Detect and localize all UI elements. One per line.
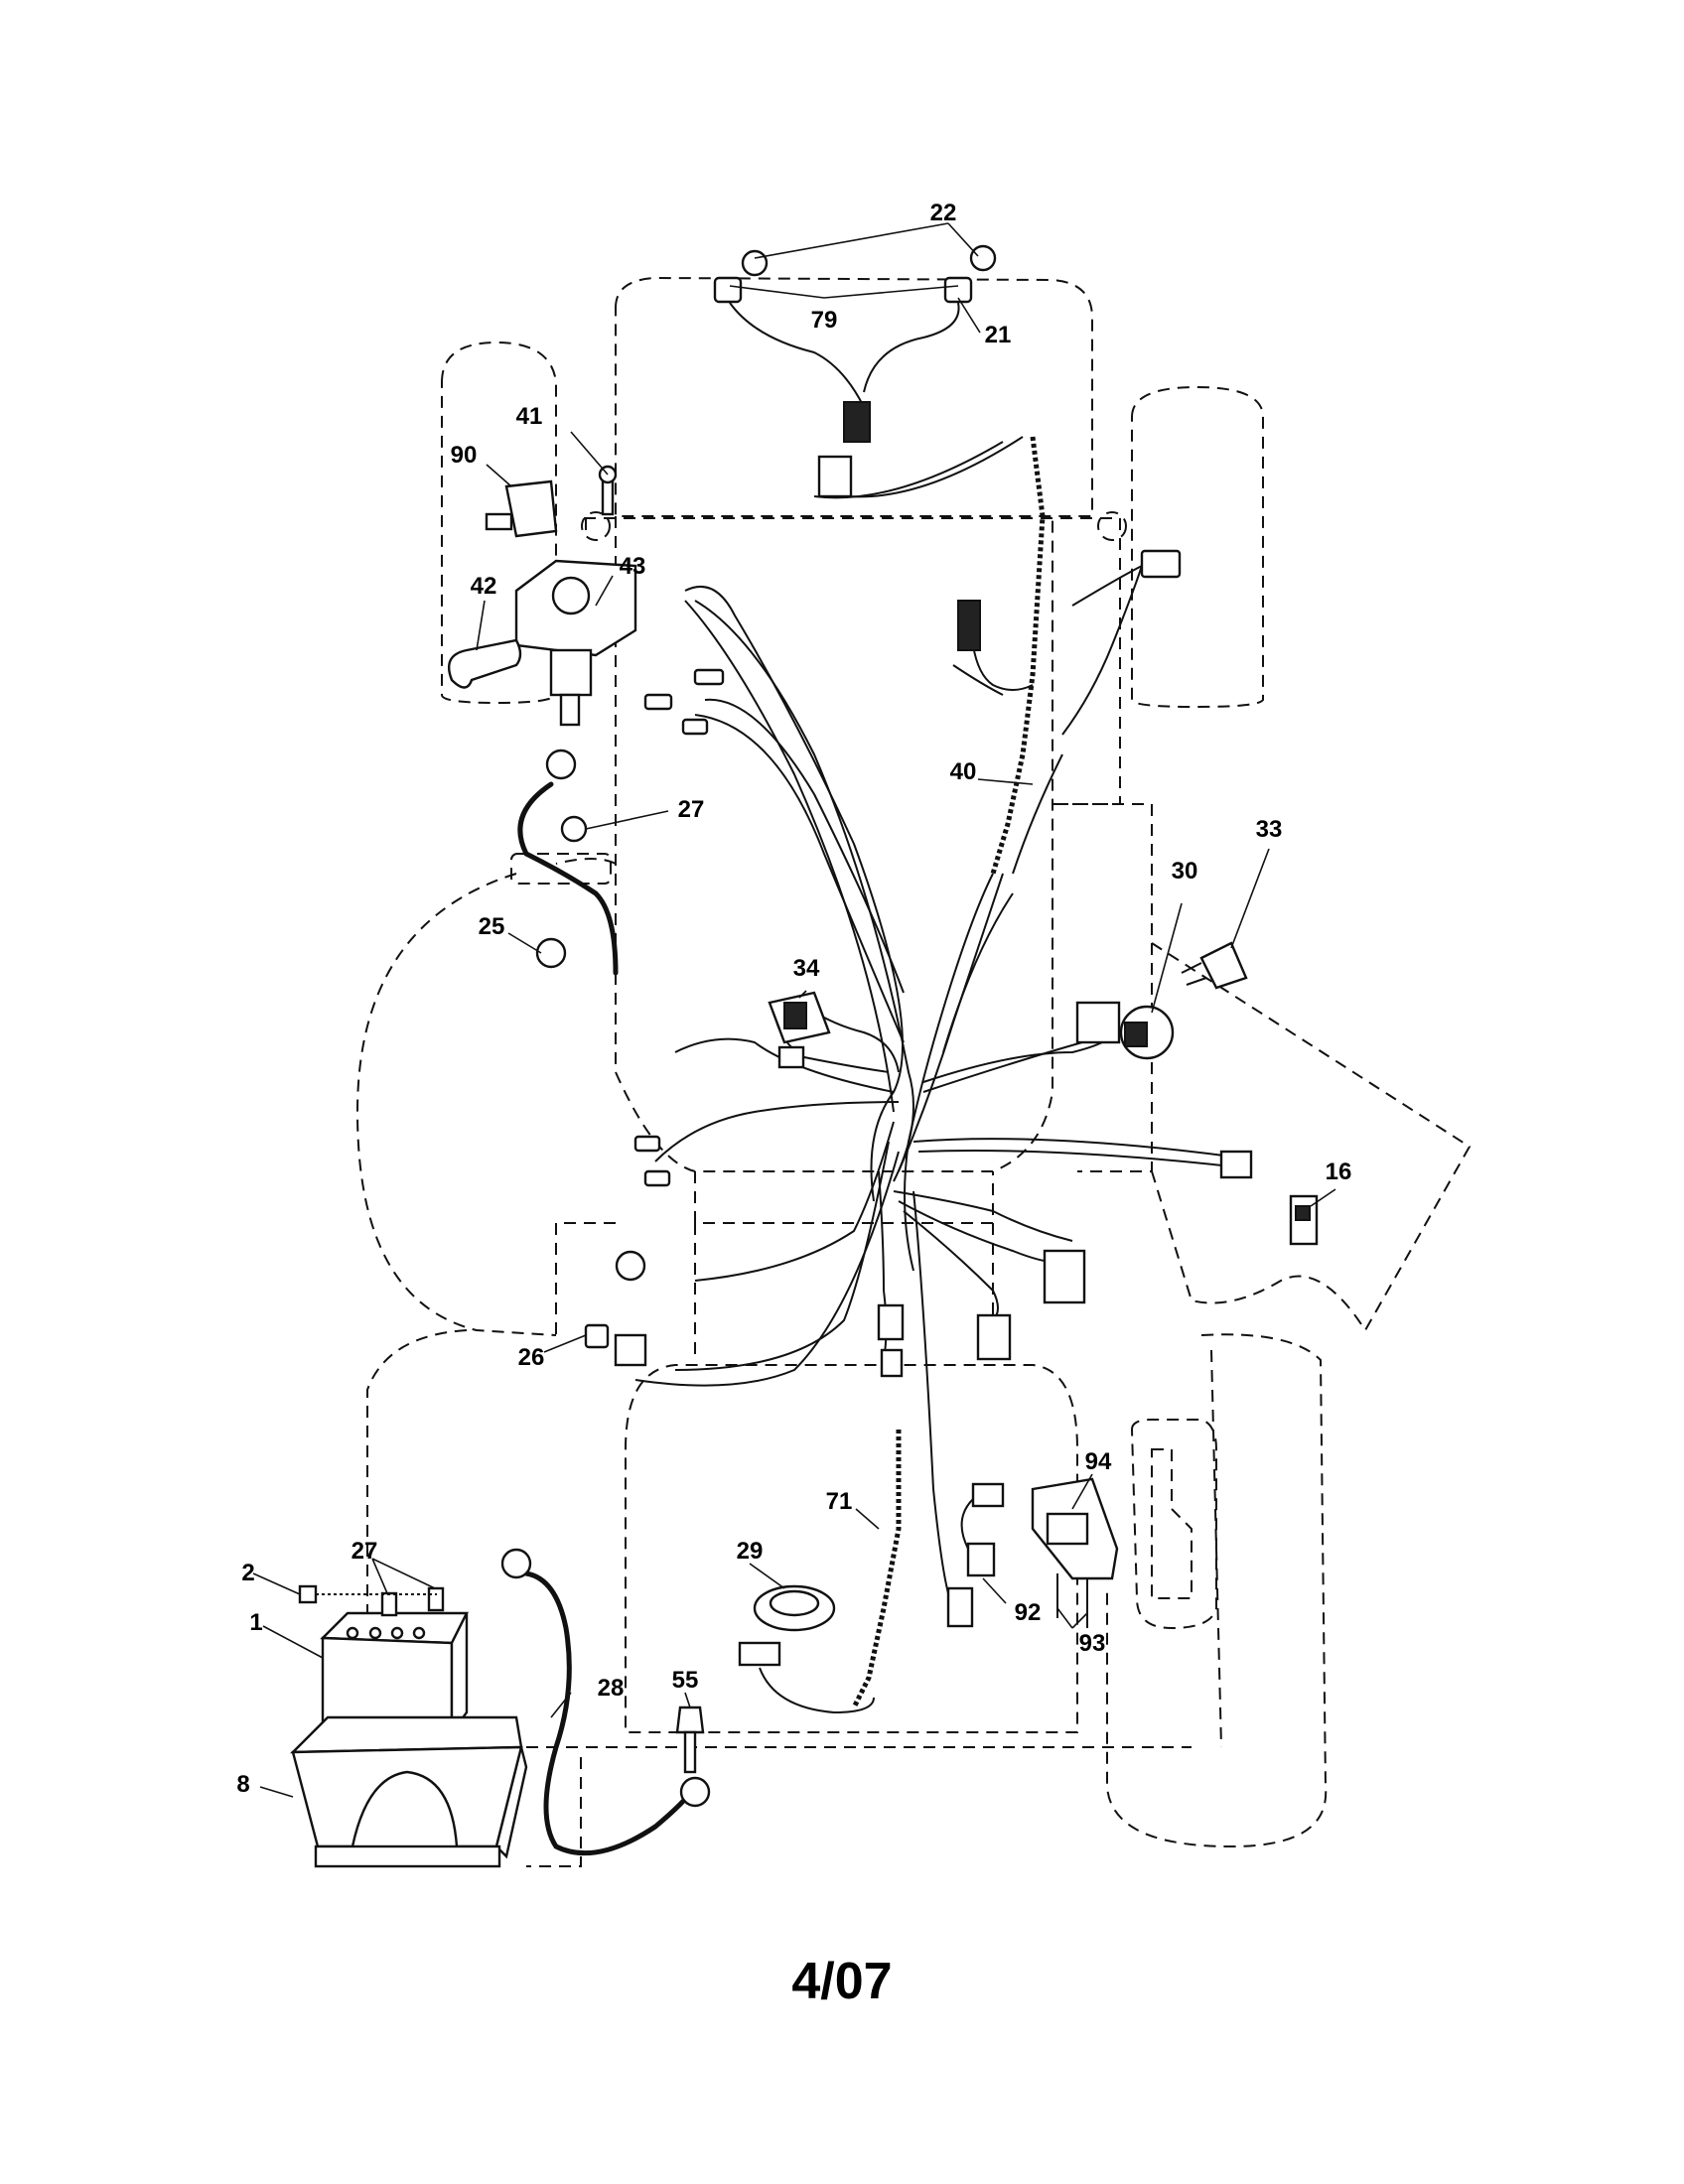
- callout-42: 42: [471, 573, 497, 600]
- solenoid-43: [514, 559, 637, 727]
- callout-26: 26: [518, 1344, 545, 1371]
- callout-71: 71: [826, 1488, 853, 1515]
- plug-16: [1289, 1194, 1319, 1246]
- callout-22: 22: [930, 200, 957, 226]
- callout-41: 41: [516, 403, 543, 430]
- rectifier-33: [1181, 941, 1248, 990]
- boot-42: [447, 638, 522, 689]
- battery-cables: [517, 781, 698, 1856]
- fuse-holder: [877, 1303, 905, 1341]
- callout-21: 21: [985, 322, 1012, 348]
- headlight-assembly: [713, 244, 997, 498]
- ignition-switch-30: [1075, 1001, 1175, 1060]
- spade-terminal: [643, 693, 673, 711]
- nut-27-upper: [560, 815, 588, 843]
- callout-25: 25: [479, 913, 505, 940]
- battery-tray-8: [290, 1715, 528, 1868]
- multi-pin-connector: [1043, 1249, 1086, 1304]
- callout-1: 1: [249, 1609, 262, 1636]
- ring-terminal: [545, 749, 577, 780]
- bolt-2: [298, 1584, 437, 1604]
- harness-coil-40: [990, 436, 1046, 875]
- dash-plug: [957, 600, 981, 651]
- harness-coil-71: [851, 1430, 902, 1709]
- callout-90: 90: [451, 442, 478, 469]
- harness-connector: [1219, 1150, 1253, 1179]
- connector-block: [976, 1313, 1012, 1361]
- callout-labels: 22 79 21 41 90 43 42 27 25 40 33 30 34 1…: [236, 200, 1351, 1798]
- callout-27-upper: 27: [678, 796, 705, 823]
- spade-terminal: [633, 1135, 661, 1153]
- switch-34: [768, 991, 831, 1069]
- switch-94: [1031, 1477, 1119, 1580]
- wire-harness: [634, 436, 1232, 1609]
- callout-55: 55: [672, 1667, 699, 1694]
- fuse-26: [584, 1323, 647, 1367]
- grommet-29: [738, 1584, 875, 1714]
- callout-33: 33: [1256, 816, 1283, 843]
- callout-27-lower: 27: [351, 1538, 378, 1565]
- callout-94: 94: [1085, 1448, 1112, 1475]
- callout-92: 92: [1015, 1599, 1042, 1626]
- spade-terminal: [681, 718, 709, 736]
- callout-28: 28: [598, 1675, 625, 1702]
- callout-40: 40: [950, 758, 977, 785]
- hood-connector: [1140, 549, 1182, 579]
- callout-29: 29: [737, 1538, 764, 1565]
- callout-30: 30: [1172, 858, 1198, 885]
- parts: [290, 244, 1319, 1868]
- connector-92: [946, 1482, 1005, 1628]
- ring-terminal-28: [500, 1548, 532, 1579]
- callout-8: 8: [236, 1771, 249, 1798]
- callout-93: 93: [1079, 1630, 1106, 1657]
- page-code: 4/07: [791, 1953, 892, 2010]
- battery-1: [320, 1586, 469, 1736]
- callout-16: 16: [1326, 1159, 1352, 1185]
- callout-43: 43: [620, 553, 646, 580]
- bolt-55: [675, 1706, 711, 1808]
- callout-leaders: [252, 222, 1336, 1798]
- ring-terminal-25: [535, 937, 567, 969]
- ring-terminal-lower: [615, 1250, 646, 1282]
- spade-terminal: [643, 1169, 671, 1187]
- spade-terminal: [693, 668, 725, 686]
- tractor-outline: [355, 276, 1472, 1867]
- fuse: [880, 1348, 904, 1378]
- callout-79: 79: [811, 307, 838, 334]
- callout-2: 2: [241, 1560, 254, 1586]
- callout-34: 34: [793, 955, 820, 982]
- cap-90: [485, 479, 558, 538]
